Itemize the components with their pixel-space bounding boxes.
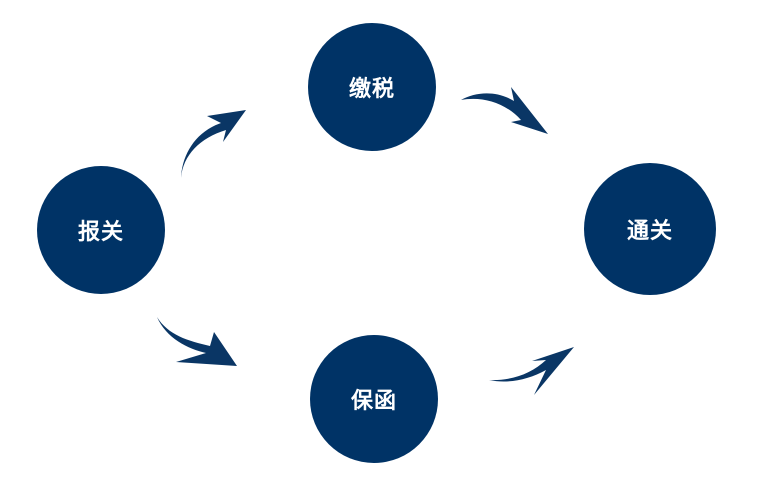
curved-arrow-icon bbox=[489, 347, 574, 395]
node-pay-tax-label: 缴税 bbox=[348, 77, 395, 102]
curved-arrow-icon bbox=[181, 110, 246, 178]
node-declare-label: 报关 bbox=[77, 220, 124, 245]
node-pay-tax: 缴税 bbox=[308, 23, 436, 151]
node-clearance-label: 通关 bbox=[626, 219, 673, 244]
node-guarantee-label: 保函 bbox=[350, 389, 397, 414]
node-declare: 报关 bbox=[37, 166, 165, 294]
node-guarantee: 保函 bbox=[310, 335, 438, 463]
curved-arrow-icon bbox=[157, 317, 237, 366]
curved-arrow-icon bbox=[461, 87, 548, 134]
node-clearance: 通关 bbox=[584, 163, 716, 295]
